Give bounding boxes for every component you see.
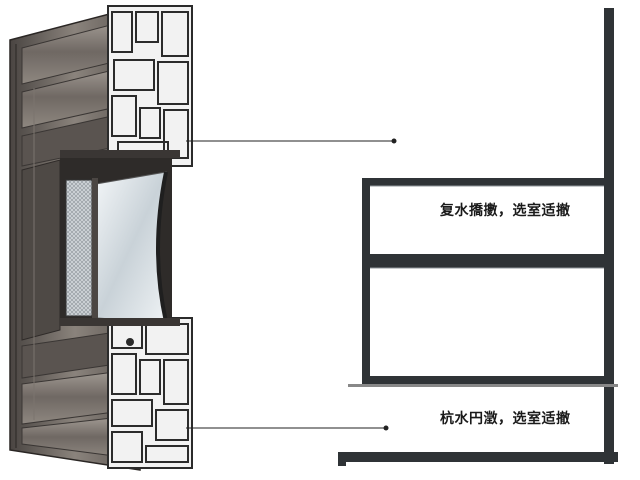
frame-structure-diagram [338,8,618,466]
top-profile-section [107,5,193,167]
diagram-inner-edges [370,185,604,269]
glazing-area [60,150,180,326]
leader-line-upper [186,138,397,144]
leader-line-lower [186,425,389,431]
callout-lower-text: 杭水円澂，选室适撤 [440,411,571,427]
bottom-profile-section [107,317,193,469]
callout-upper-text: 复水撟擻，选室适撤 [440,203,571,219]
